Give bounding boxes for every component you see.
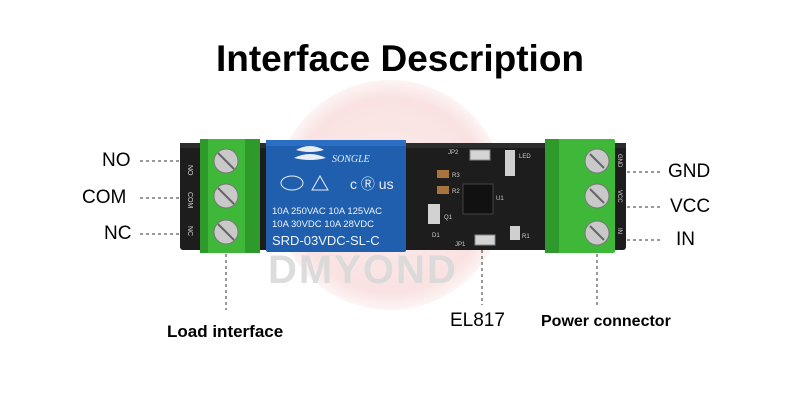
- label-gnd: GND: [668, 161, 711, 182]
- relay-brand: SONGLE: [332, 154, 370, 165]
- label-in: IN: [676, 229, 695, 250]
- pcb-components: [428, 149, 520, 246]
- resistor-r2: [437, 186, 449, 194]
- silk-q1: Q1: [444, 215, 453, 221]
- silk-no: NO: [186, 165, 193, 176]
- silk-jp2: JP2: [448, 150, 459, 156]
- silk-led: LED: [519, 154, 531, 160]
- silk-jp1: JP1: [455, 242, 466, 248]
- silk-in: IN: [616, 228, 622, 234]
- silk-com: COM: [186, 192, 193, 209]
- silk-d1: D1: [432, 233, 440, 239]
- jp2-jumper: [469, 149, 491, 161]
- relay-model: SRD-03VDC-SL-C: [272, 233, 380, 248]
- resistor-r1: [510, 226, 520, 240]
- left-silkscreen: NO COM NC: [186, 165, 193, 236]
- left-terminal-block: [200, 139, 260, 253]
- caption-el817: EL817: [450, 310, 505, 331]
- page-title: Interface Description: [215, 38, 585, 79]
- ce-triangle-icon: [311, 174, 329, 191]
- diode-d1: [428, 204, 440, 224]
- label-com: COM: [82, 187, 127, 208]
- silk-nc: NC: [186, 226, 193, 236]
- led-component: [505, 150, 515, 176]
- silk-u1: U1: [496, 196, 504, 202]
- label-no: NO: [102, 150, 131, 171]
- caption-load-interface: Load interface: [167, 322, 284, 341]
- el817-chip: [462, 183, 494, 215]
- silk-gnd: GND: [616, 154, 622, 168]
- jp1-jumper: [474, 234, 496, 246]
- silk-r3: R3: [452, 173, 460, 179]
- label-nc: NC: [104, 223, 132, 244]
- component-silkscreen: JP2 LED R3 R2 Q1 D1 U1 JP1 R1: [432, 150, 531, 248]
- relay-rating-1: 10A 250VAC 10A 125VAC: [272, 206, 382, 217]
- svg-text:c Ⓡ us: c Ⓡ us: [350, 176, 394, 192]
- silk-r1: R1: [522, 234, 530, 240]
- resistor-r3: [437, 170, 449, 178]
- right-silkscreen: GND VCC IN: [616, 154, 622, 234]
- relay-rating-2: 10A 30VDC 10A 28VDC: [272, 219, 374, 230]
- right-terminal-block: [545, 139, 615, 253]
- songle-logo-icon: [294, 146, 326, 160]
- silk-vcc: VCC: [616, 190, 622, 203]
- silk-r2: R2: [452, 189, 460, 195]
- label-vcc: VCC: [670, 196, 711, 217]
- caption-power-connector: Power connector: [541, 313, 671, 330]
- relay: SONGLE c Ⓡ us 10A 250VAC 10A 125VAC 10A …: [266, 140, 406, 252]
- cqc-mark-icon: [280, 175, 304, 191]
- watermark-text: DMYOND: [268, 248, 458, 292]
